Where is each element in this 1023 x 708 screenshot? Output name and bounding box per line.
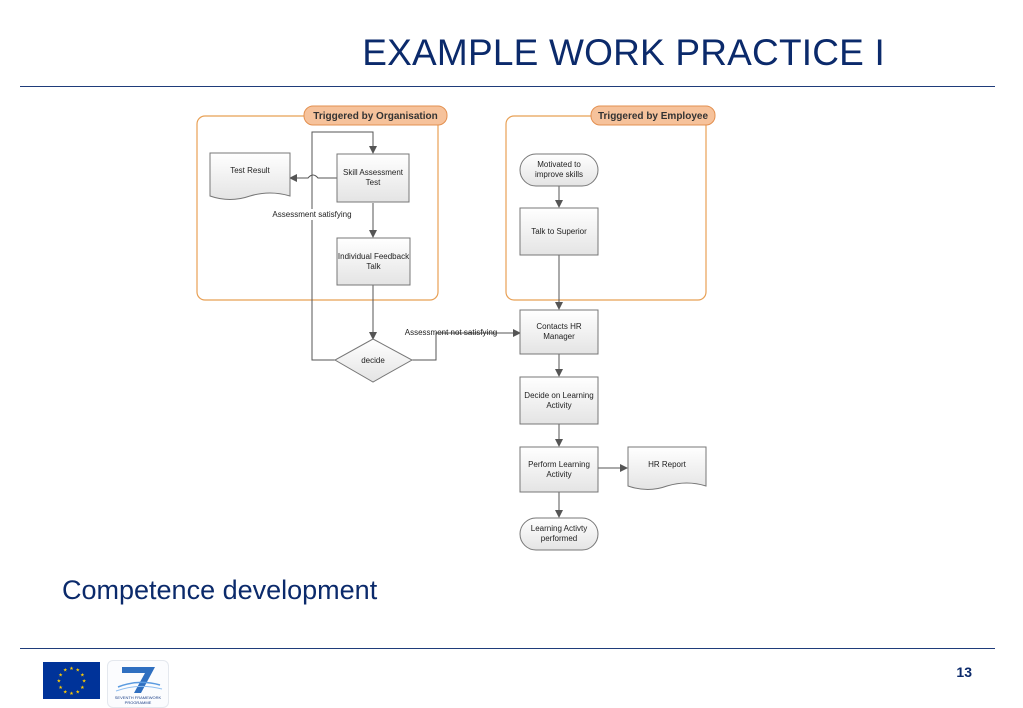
contacts-hr-label-line1: Contacts HR bbox=[536, 322, 582, 331]
learning-activity-performed-node: Learning Activty performed bbox=[519, 517, 599, 551]
skill-assessment-test-node: Skill Assessment Test bbox=[336, 153, 410, 203]
individual-feedback-label-line1: Individual Feedback bbox=[338, 252, 410, 261]
edge-label-assessment-not-satisfying: Assessment not satisfying bbox=[405, 328, 497, 337]
connector-decide-to-contacts-hr bbox=[412, 329, 521, 361]
skill-assessment-label-line1: Skill Assessment bbox=[343, 168, 404, 177]
slide-subtitle: Competence development bbox=[62, 575, 378, 605]
decide-on-learning-activity-node: Decide on Learning Activity bbox=[519, 376, 599, 425]
individual-feedback-label-line2: Talk bbox=[366, 262, 381, 271]
organisation-lane-label: Triggered by Organisation bbox=[303, 105, 448, 126]
svg-text:★: ★ bbox=[76, 668, 81, 674]
eu-flag-logo: ★ ★ ★ ★ ★ ★ ★ ★ ★ ★ ★ ★ bbox=[43, 662, 100, 699]
edge-label-assessment-satisfying: Assessment satisfying bbox=[272, 210, 351, 219]
fp7-logo-text: SEVENTH FRAMEWORK PROGRAMME bbox=[114, 695, 162, 705]
connector-skill-test-to-test-result bbox=[289, 174, 337, 182]
employee-lane-label: Triggered by Employee bbox=[590, 105, 716, 126]
title-divider bbox=[20, 86, 995, 87]
skill-assessment-label-line2: Test bbox=[366, 178, 381, 187]
test-result-label: Test Result bbox=[230, 166, 270, 175]
contacts-hr-manager-node: Contacts HR Manager bbox=[519, 309, 599, 355]
svg-text:★: ★ bbox=[76, 690, 81, 696]
svg-text:★: ★ bbox=[58, 672, 63, 678]
svg-text:★: ★ bbox=[57, 679, 62, 685]
footer-divider bbox=[20, 648, 995, 649]
organisation-lane-label-text: Triggered by Organisation bbox=[313, 111, 437, 122]
svg-text:★: ★ bbox=[80, 685, 85, 691]
decide-learning-label-line2: Activity bbox=[546, 401, 571, 410]
perform-learning-activity-node: Perform Learning Activity bbox=[519, 446, 599, 493]
decide-decision-node: decide bbox=[333, 338, 414, 383]
decide-label: decide bbox=[361, 356, 385, 365]
motivated-to-improve-node: Motivated to improve skills bbox=[519, 153, 599, 187]
contacts-hr-label-line2: Manager bbox=[543, 332, 575, 341]
svg-text:★: ★ bbox=[63, 690, 68, 696]
svg-text:★: ★ bbox=[63, 668, 68, 674]
seventh-framework-logo: SEVENTH FRAMEWORK PROGRAMME bbox=[107, 660, 169, 708]
page-number: 13 bbox=[956, 664, 972, 680]
individual-feedback-talk-node: Individual Feedback Talk bbox=[336, 237, 411, 286]
svg-text:★: ★ bbox=[82, 679, 87, 685]
talk-to-superior-node: Talk to Superior bbox=[519, 207, 599, 256]
hr-report-label: HR Report bbox=[648, 460, 687, 469]
learning-performed-label-line2: performed bbox=[541, 534, 577, 543]
test-result-document: Test Result bbox=[209, 152, 291, 200]
decide-learning-label-line1: Decide on Learning bbox=[524, 391, 593, 400]
svg-text:★: ★ bbox=[69, 691, 74, 697]
connector-loop-to-skill-test bbox=[311, 131, 377, 361]
learning-performed-label-line1: Learning Activty bbox=[531, 524, 587, 533]
hr-report-document: HR Report bbox=[627, 446, 707, 490]
slide-title: EXAMPLE WORK PRACTICE I bbox=[362, 32, 885, 73]
svg-text:★: ★ bbox=[58, 685, 63, 691]
eu-stars-icon: ★ ★ ★ ★ ★ ★ ★ ★ ★ ★ ★ ★ bbox=[57, 666, 87, 697]
perform-learning-label-line1: Perform Learning bbox=[528, 460, 590, 469]
talk-superior-label: Talk to Superior bbox=[531, 227, 587, 236]
employee-lane-label-text: Triggered by Employee bbox=[598, 111, 708, 122]
motivated-label-line1: Motivated to bbox=[537, 160, 581, 169]
svg-text:★: ★ bbox=[80, 672, 85, 678]
fp7-seven-icon bbox=[115, 667, 163, 693]
perform-learning-label-line2: Activity bbox=[546, 470, 571, 479]
motivated-label-line2: improve skills bbox=[535, 170, 583, 179]
svg-text:★: ★ bbox=[69, 666, 74, 672]
